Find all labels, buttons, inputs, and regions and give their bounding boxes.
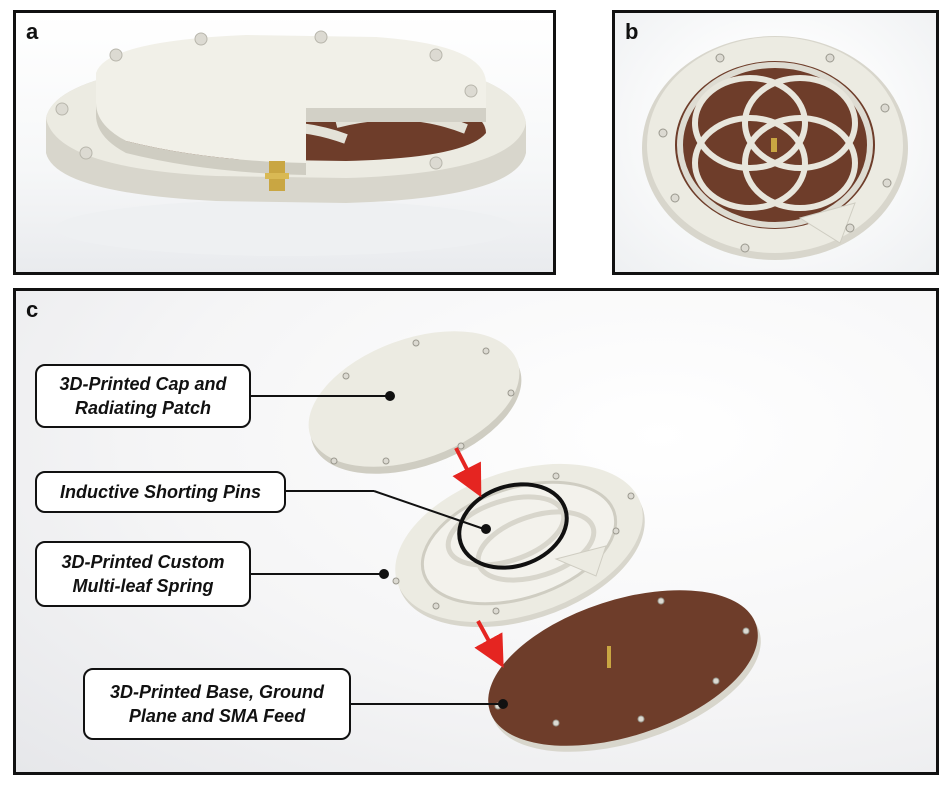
panel-b-spring-top-view: b	[612, 10, 939, 275]
shorting-pins-highlight	[457, 482, 569, 570]
base-disc	[488, 590, 761, 752]
callout-base-line1: 3D-Printed Base, Ground	[109, 682, 325, 702]
panel-b-label: b	[625, 19, 639, 44]
callout-spring-line1: 3D-Printed Custom	[61, 552, 225, 572]
arrow-spring-to-base	[474, 620, 504, 669]
callout-base-ground-plane-sma: 3D-Printed Base, Ground Plane and SMA Fe…	[83, 668, 351, 740]
cap-leader-dot	[385, 391, 395, 401]
callout-cap-radiating-patch: 3D-Printed Cap and Radiating Patch	[35, 364, 251, 428]
callout-inductive-shorting-pins: Inductive Shorting Pins	[35, 471, 286, 513]
pins-leader-dot	[481, 524, 491, 534]
exploded-assembly-illustration	[251, 331, 761, 752]
panel-a-cutaway-render: a	[13, 10, 556, 275]
cap-disc	[308, 331, 522, 474]
spring-leader-dot	[379, 569, 389, 579]
spring-ring	[392, 463, 645, 628]
panel-c-exploded-view: c	[13, 288, 939, 775]
callout-spring-line2: Multi-leaf Spring	[72, 576, 214, 596]
panel-c-label: c	[26, 297, 39, 322]
cutaway-assembly-illustration	[46, 30, 526, 256]
arrow-cap-to-spring	[452, 447, 482, 498]
base-leader-dot	[498, 699, 508, 709]
callout-cap-line1: 3D-Printed Cap and	[59, 374, 227, 394]
callout-base-line2: Plane and SMA Feed	[128, 706, 306, 726]
multi-leaf-spring-illustration	[642, 36, 908, 260]
panel-a-label: a	[26, 19, 39, 44]
callout-pins-line1: Inductive Shorting Pins	[59, 482, 261, 502]
callout-cap-line2: Radiating Patch	[74, 398, 212, 418]
callout-multi-leaf-spring: 3D-Printed Custom Multi-leaf Spring	[35, 541, 251, 607]
